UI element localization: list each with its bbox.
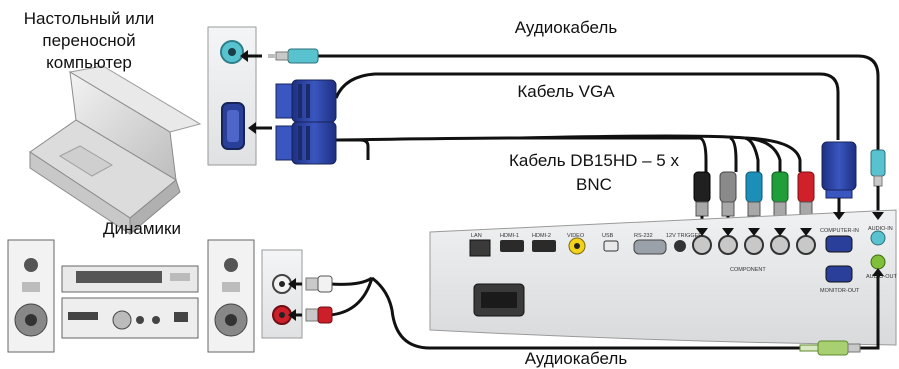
usb-label: USB bbox=[602, 233, 614, 239]
projector-arrows bbox=[696, 212, 884, 236]
audio-plug-projector-in bbox=[870, 149, 886, 212]
trigger-port bbox=[674, 240, 686, 252]
hdmi1-label: HDMI-1 bbox=[500, 233, 519, 239]
audio-out-port bbox=[870, 254, 886, 270]
computer-in-port bbox=[825, 235, 853, 253]
lan-port bbox=[469, 239, 491, 257]
speakers-illustration bbox=[7, 239, 255, 353]
bnc-cable-line bbox=[336, 138, 370, 160]
bnc-cable-label-line1: Кабель DB15HD – 5 x bbox=[509, 151, 679, 170]
rca-plug-white bbox=[288, 275, 333, 293]
computer-connector-panel bbox=[207, 26, 257, 166]
projector-rear-panel bbox=[429, 209, 897, 346]
monitor-out-port bbox=[825, 265, 853, 283]
audio-cable-top-label: Аудиокабель bbox=[515, 18, 618, 37]
bnc-plug-black bbox=[693, 171, 711, 228]
audio-cable-bottom-label: Аудиокабель bbox=[525, 349, 628, 368]
vga-cable-label: Кабель VGA bbox=[517, 82, 615, 101]
audio-plug-projector-out bbox=[799, 268, 884, 356]
audio-in-port bbox=[870, 230, 886, 246]
usb-port bbox=[603, 240, 619, 252]
rca-plug-red bbox=[288, 306, 333, 324]
hdmi2-port bbox=[532, 240, 556, 252]
bnc-plug-blue bbox=[745, 171, 763, 228]
audio-out-label: AUDIO-OUT bbox=[866, 274, 898, 280]
component-socket-5 bbox=[796, 235, 816, 255]
vga-plug-bottom bbox=[248, 121, 337, 165]
hdmi2-label: HDMI-2 bbox=[532, 233, 551, 239]
vga-plug-projector bbox=[821, 141, 857, 212]
amplifier bbox=[61, 265, 199, 339]
video-label: VIDEO bbox=[567, 233, 585, 239]
computer-label-line1: Настольный или bbox=[24, 9, 154, 28]
rs232-port bbox=[633, 239, 667, 255]
speaker-input-panel bbox=[261, 249, 303, 339]
computer-label-line2: переносной bbox=[42, 31, 135, 50]
monitor-out-label: MONITOR-OUT bbox=[820, 288, 860, 294]
speaker-left bbox=[7, 239, 55, 353]
vga-plug-top bbox=[275, 79, 337, 123]
rca-plugs bbox=[288, 275, 333, 324]
laptop-illustration bbox=[29, 65, 202, 236]
computer-in-label: COMPUTER-IN bbox=[820, 228, 859, 234]
rs232-label: RS-232 bbox=[634, 233, 653, 239]
audio-cable-bottom-line bbox=[371, 276, 800, 350]
component-socket-3 bbox=[744, 235, 764, 255]
speakers-label: Динамики bbox=[103, 219, 181, 238]
bnc-cable-label-line2: BNC bbox=[576, 175, 612, 194]
audio-plug-top bbox=[240, 48, 319, 64]
audio-cable-top-line bbox=[318, 54, 880, 150]
trigger-label: 12V TRIGGER bbox=[666, 233, 702, 239]
component-label: COMPONENT bbox=[730, 267, 766, 273]
component-socket-4 bbox=[770, 235, 790, 255]
lan-label: LAN bbox=[471, 233, 482, 239]
computer-label-line3: компьютер bbox=[46, 53, 132, 72]
vga-cable-line bbox=[334, 72, 840, 140]
audio-in-label: AUDIO-IN bbox=[868, 226, 893, 232]
cables bbox=[318, 54, 880, 350]
bnc-plugs bbox=[693, 171, 815, 228]
speaker-right bbox=[207, 239, 255, 353]
component-socket-2 bbox=[718, 235, 738, 255]
hdmi1-port bbox=[500, 240, 524, 252]
